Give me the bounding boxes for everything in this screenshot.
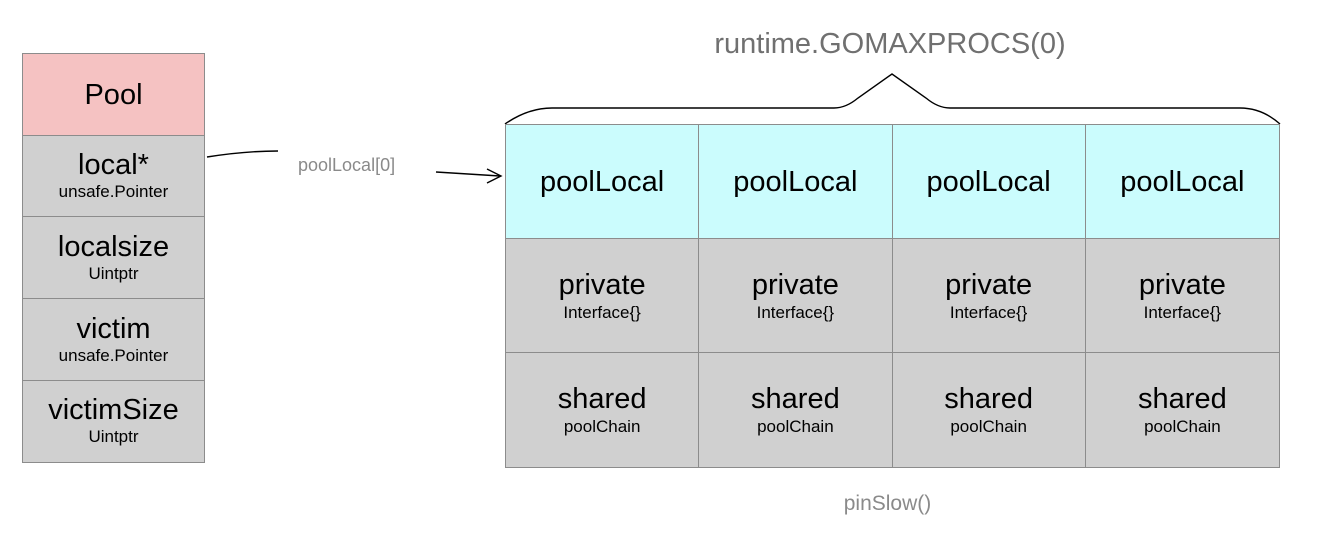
- shared-type: poolChain: [757, 417, 834, 436]
- pool-struct: Pool local* unsafe.Pointer localsize Uin…: [22, 53, 205, 463]
- private-type: Interface{}: [563, 302, 641, 322]
- private-cell: private Interface{}: [892, 239, 1086, 353]
- field-name: local*: [78, 149, 149, 182]
- pool-local-header: poolLocal: [1085, 125, 1279, 239]
- field-name: localsize: [57, 230, 170, 263]
- field-type: unsafe.Pointer: [58, 182, 169, 202]
- pool-field-victim: victim unsafe.Pointer: [22, 298, 205, 382]
- private-cell: private Interface{}: [506, 239, 700, 353]
- pointer-line: [206, 150, 279, 158]
- pin-slow-label: pinSlow(): [843, 492, 932, 515]
- shared-cell: shared poolChain: [699, 353, 893, 467]
- brace-shape: [504, 73, 1281, 125]
- pool-header: Pool: [22, 53, 205, 137]
- pool-local-header: poolLocal: [506, 125, 700, 239]
- private-name: private: [558, 268, 646, 301]
- private-name: private: [1138, 268, 1226, 301]
- field-type: unsafe.Pointer: [58, 345, 169, 365]
- pool-local-label: poolLocal: [1120, 165, 1245, 198]
- private-cell: private Interface{}: [699, 239, 893, 353]
- pool-title: Pool: [84, 78, 143, 111]
- arrow-line: [435, 171, 501, 177]
- gomaxprocs-label: runtime.GOMAXPROCS(0): [714, 28, 1066, 60]
- shared-name: shared: [944, 383, 1033, 415]
- field-name: victimSize: [48, 394, 179, 427]
- pool-local-header: poolLocal: [699, 125, 893, 239]
- field-type: Uintptr: [88, 427, 139, 447]
- private-cell: private Interface{}: [1085, 239, 1279, 353]
- pool-local-index-label: poolLocal[0]: [298, 155, 396, 175]
- arrow-head: [486, 168, 503, 184]
- pool-local-header: poolLocal: [892, 125, 1086, 239]
- pool-field-local: local* unsafe.Pointer: [22, 134, 205, 218]
- field-type: Uintptr: [88, 263, 139, 283]
- shared-name: shared: [751, 383, 840, 415]
- shared-type: poolChain: [950, 417, 1027, 436]
- shared-cell: shared poolChain: [1085, 353, 1279, 467]
- shared-cell: shared poolChain: [892, 353, 1086, 467]
- shared-name: shared: [557, 383, 647, 415]
- field-name: victim: [76, 312, 151, 345]
- shared-name: shared: [1138, 383, 1227, 415]
- shared-type: poolChain: [563, 417, 641, 436]
- pool-field-localsize: localsize Uintptr: [22, 216, 205, 300]
- private-name: private: [751, 268, 839, 301]
- pool-field-victimsize: victimSize Uintptr: [22, 379, 205, 463]
- pool-local-array: poolLocal poolLocal poolLocal poolLocal …: [505, 124, 1280, 468]
- private-name: private: [945, 268, 1033, 301]
- shared-type: poolChain: [1144, 417, 1221, 436]
- shared-cell: shared poolChain: [506, 353, 700, 467]
- private-type: Interface{}: [1143, 302, 1222, 322]
- pool-local-label: poolLocal: [733, 165, 858, 198]
- pool-local-label: poolLocal: [540, 165, 665, 198]
- private-type: Interface{}: [756, 302, 835, 322]
- private-type: Interface{}: [949, 302, 1028, 322]
- pool-local-label: poolLocal: [926, 165, 1051, 198]
